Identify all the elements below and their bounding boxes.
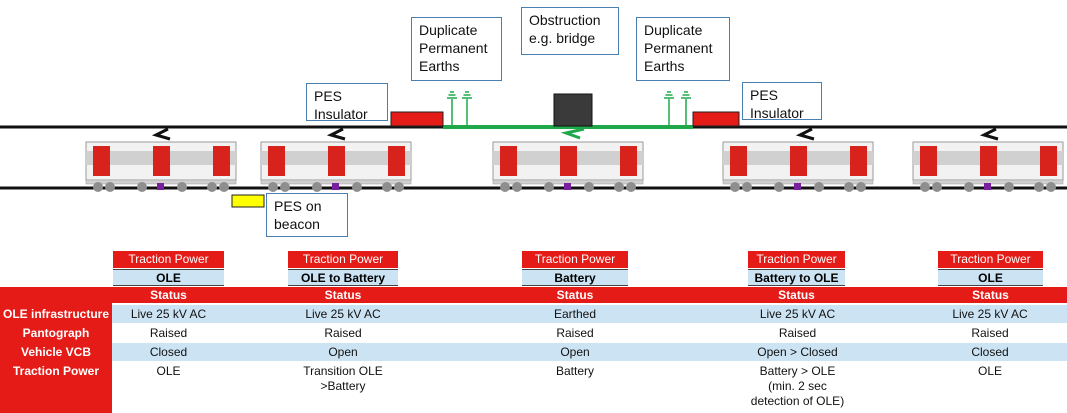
traction-power-header-3: Traction Power (522, 251, 628, 268)
traction-mode-3: Battery (522, 269, 628, 286)
traction-power-header-5: Traction Power (938, 251, 1043, 268)
pantograph-1 (154, 127, 172, 141)
cell-traction-2: Transition OLE >Battery (303, 364, 383, 393)
cell-pantograph-3: Raised (556, 326, 594, 340)
train-3 (492, 141, 644, 193)
traction-mode-2: OLE to Battery (288, 269, 398, 286)
row-label-traction-power: Traction Power (12, 364, 100, 378)
traction-mode-4: Battery to OLE (748, 269, 845, 286)
cell-ole-infra-4: Live 25 kV AC (759, 307, 836, 321)
pes-insulator-right (692, 111, 740, 127)
cell-pantograph-2: Raised (324, 326, 362, 340)
cell-pantograph-4: Raised (778, 326, 817, 340)
cell-ole-infra-1: Live 25 kV AC (130, 307, 207, 321)
cell-vcb-4: Open > Closed (757, 345, 838, 359)
train-5 (912, 141, 1064, 193)
duplicate-earths-right-callout: Duplicate Permanent Earths (636, 17, 730, 81)
row-label-column (0, 303, 112, 413)
cell-ole-infra-3: Earthed (553, 307, 597, 321)
status-band (0, 287, 1067, 303)
cell-traction-5: OLE (977, 364, 1002, 378)
status-header-3: Status (556, 288, 594, 302)
cell-pantograph-1: Raised (149, 326, 188, 340)
pes-insulator-right-callout: PES Insulator (742, 82, 822, 121)
duplicate-earths-left-callout: Duplicate Permanent Earths (411, 17, 502, 81)
earth-symbol-left-1 (446, 91, 458, 126)
traction-power-header-2: Traction Power (288, 251, 398, 268)
cell-ole-infra-2: Live 25 kV AC (305, 307, 381, 321)
row-stripe-ole-infrastructure (112, 305, 1067, 323)
status-header-1: Status (150, 288, 187, 302)
pes-insulator-left (390, 111, 444, 127)
earth-symbol-left-2 (461, 91, 473, 126)
cell-traction-4: Battery > OLE (min. 2 sec detection of O… (750, 364, 845, 408)
traction-power-header-1: Traction Power (113, 251, 224, 268)
earth-symbol-right-2 (680, 91, 692, 126)
pantograph-3 (560, 127, 585, 140)
cell-vcb-5: Closed (971, 345, 1009, 359)
traction-power-header-4: Traction Power (748, 251, 845, 268)
cell-ole-infra-5: Live 25 kV AC (952, 307, 1028, 321)
train-1 (85, 141, 237, 193)
cell-traction-3: Battery (555, 364, 594, 378)
pantograph-2 (329, 127, 347, 141)
train-2 (260, 141, 412, 193)
row-stripe-vehicle-vcb (112, 343, 1067, 361)
status-header-4: Status (778, 288, 815, 302)
traction-mode-5: OLE (938, 269, 1043, 286)
cell-traction-1: OLE (156, 364, 181, 378)
pes-insulator-left-callout: PES Insulator (306, 83, 388, 122)
row-label-ole-infrastructure: OLE infrastructure (2, 307, 110, 321)
cell-vcb-1: Closed (149, 345, 188, 359)
track-diagram (0, 91, 1067, 208)
cell-vcb-3: Open (560, 345, 590, 359)
train-4 (722, 141, 874, 193)
earth-symbol-right-1 (663, 91, 675, 126)
obstruction-bridge (553, 93, 593, 127)
traction-mode-1: OLE (113, 269, 224, 286)
cell-pantograph-5: Raised (971, 326, 1009, 340)
cell-vcb-2: Open (328, 345, 358, 359)
row-label-vehicle-vcb: Vehicle VCB (20, 345, 92, 359)
pes-on-beacon-callout: PES on beacon (266, 193, 348, 237)
status-header-5: Status (972, 288, 1009, 302)
pes-beacon (231, 194, 265, 208)
obstruction-callout: Obstruction e.g. bridge (521, 7, 619, 55)
status-header-2: Status (324, 288, 362, 302)
row-label-pantograph: Pantograph (22, 326, 90, 340)
pantograph-5 (982, 127, 1000, 141)
pantograph-4 (798, 127, 816, 141)
